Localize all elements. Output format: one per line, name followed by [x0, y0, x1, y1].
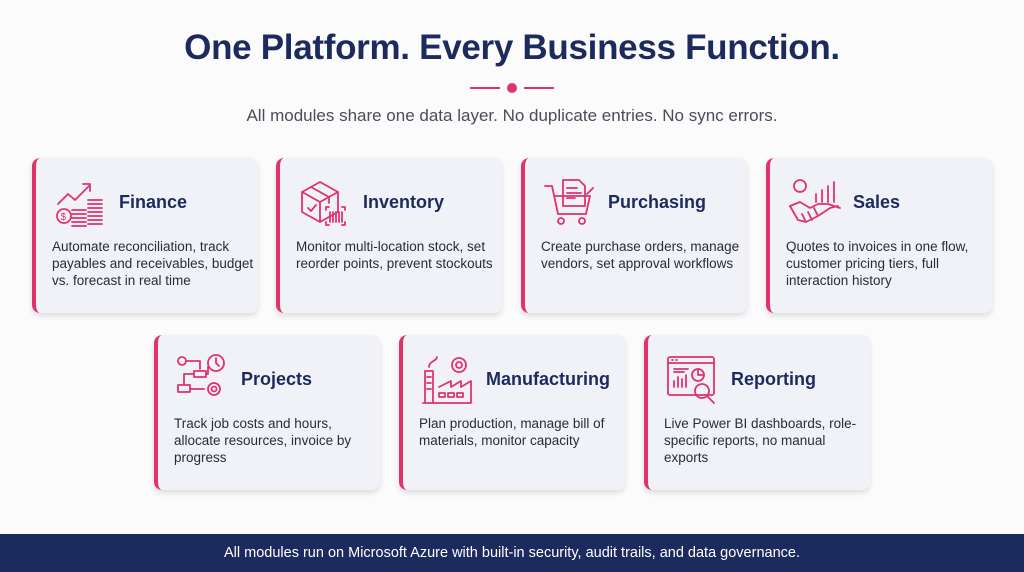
svg-text:$: $ — [61, 212, 67, 223]
page-subtitle: All modules share one data layer. No dup… — [246, 106, 778, 125]
finance-chart-coins-icon: $ — [54, 176, 108, 230]
module-description: Plan production, manage bill of material… — [419, 416, 605, 448]
cart-document-icon — [543, 176, 597, 230]
module-card-finance: $ Finance Automate reconciliation, track… — [32, 158, 258, 313]
module-description: Live Power BI dashboards, role-specific … — [664, 416, 857, 465]
module-description: Create purchase orders, manage vendors, … — [541, 239, 740, 271]
module-card-purchasing: Purchasing Create purchase orders, manag… — [521, 158, 747, 313]
module-title: Manufacturing — [486, 369, 610, 389]
module-title: Reporting — [731, 369, 816, 389]
footer-banner: All modules run on Microsoft Azure with … — [0, 534, 1024, 572]
page-title: One Platform. Every Business Function. — [184, 28, 840, 67]
module-description: Quotes to invoices in one flow, customer… — [786, 239, 969, 288]
factory-gear-icon — [421, 353, 475, 407]
box-barcode-icon — [298, 176, 352, 230]
dashboard-magnifier-icon — [666, 353, 720, 407]
module-description: Monitor multi-location stock, set reorde… — [296, 239, 493, 271]
module-card-sales: Sales Quotes to invoices in one flow, cu… — [766, 158, 992, 313]
module-card-reporting: Reporting Live Power BI dashboards, role… — [644, 335, 870, 490]
workflow-clock-gear-icon — [176, 353, 230, 407]
title-divider — [470, 82, 554, 94]
module-title: Sales — [853, 192, 901, 212]
module-description: Automate reconciliation, track payables … — [52, 239, 254, 288]
module-title: Purchasing — [608, 192, 707, 212]
module-card-inventory: Inventory Monitor multi-location stock, … — [276, 158, 502, 313]
module-title: Finance — [119, 192, 188, 212]
module-card-projects: Projects Track job costs and hours, allo… — [154, 335, 380, 490]
module-title: Projects — [241, 369, 313, 389]
handshake-chart-icon — [788, 176, 842, 230]
module-description: Track job costs and hours, allocate reso… — [174, 416, 352, 465]
module-title: Inventory — [363, 192, 445, 212]
module-card-manufacturing: Manufacturing Plan production, manage bi… — [399, 335, 625, 490]
